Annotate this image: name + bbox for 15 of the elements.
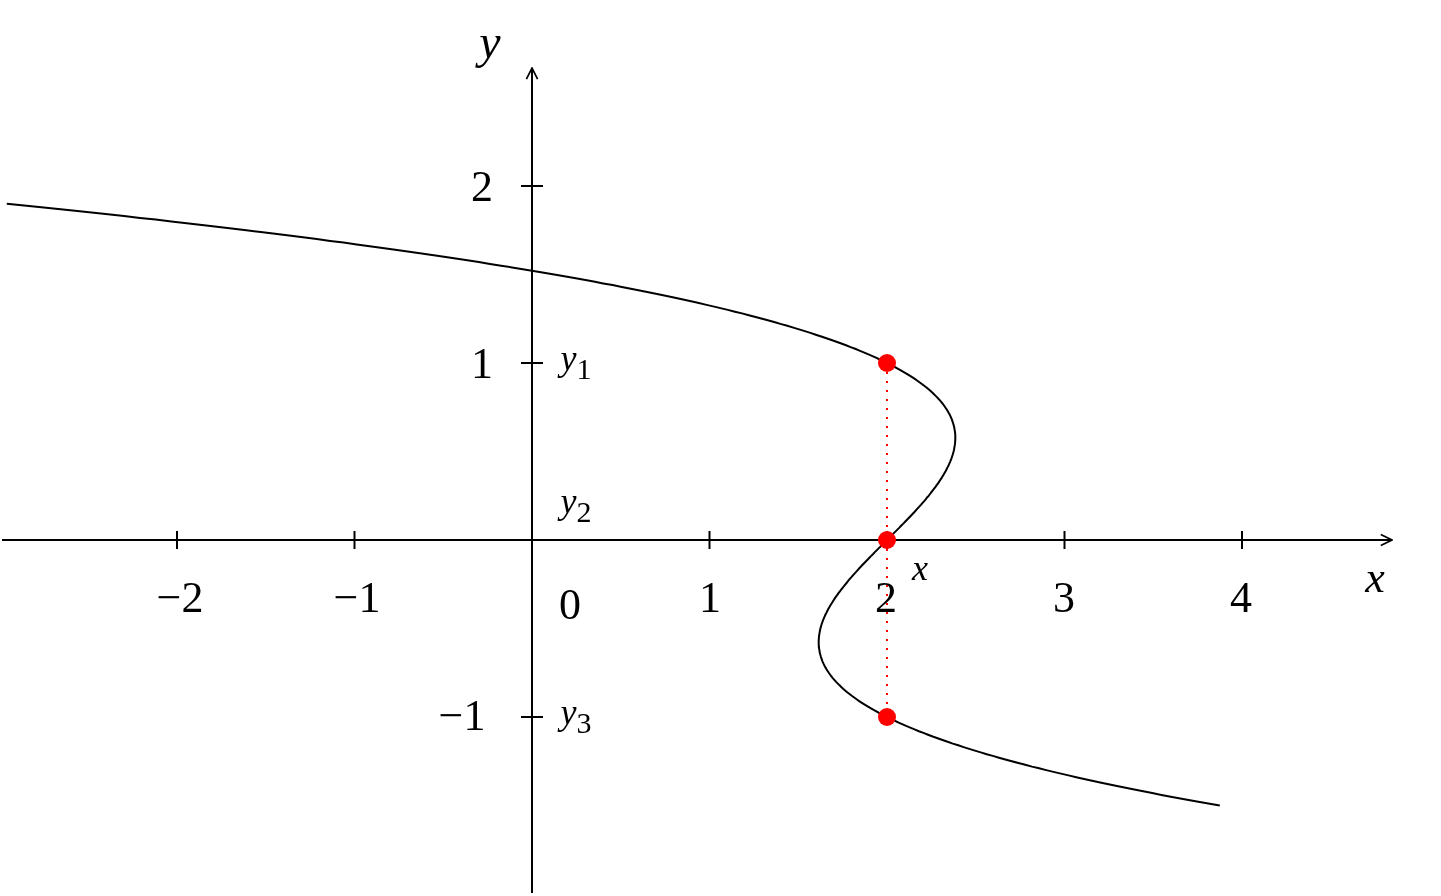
point-marker xyxy=(878,354,896,372)
tick-label: 2 xyxy=(875,576,897,620)
tick-label: −2 xyxy=(156,576,204,620)
tick-label: 1 xyxy=(699,576,721,620)
tick-label: −1 xyxy=(438,694,486,738)
tick-label: 2 xyxy=(471,165,493,209)
point-label: x xyxy=(912,550,928,586)
tick-label: 0 xyxy=(559,583,581,627)
tick-label: 3 xyxy=(1053,576,1075,620)
point-marker xyxy=(878,531,896,549)
tick-label: −1 xyxy=(333,576,381,620)
point-marker xyxy=(878,708,896,726)
tick-label: 1 xyxy=(471,342,493,386)
axis-label: x xyxy=(1365,556,1385,600)
tick-label: 4 xyxy=(1230,576,1252,620)
